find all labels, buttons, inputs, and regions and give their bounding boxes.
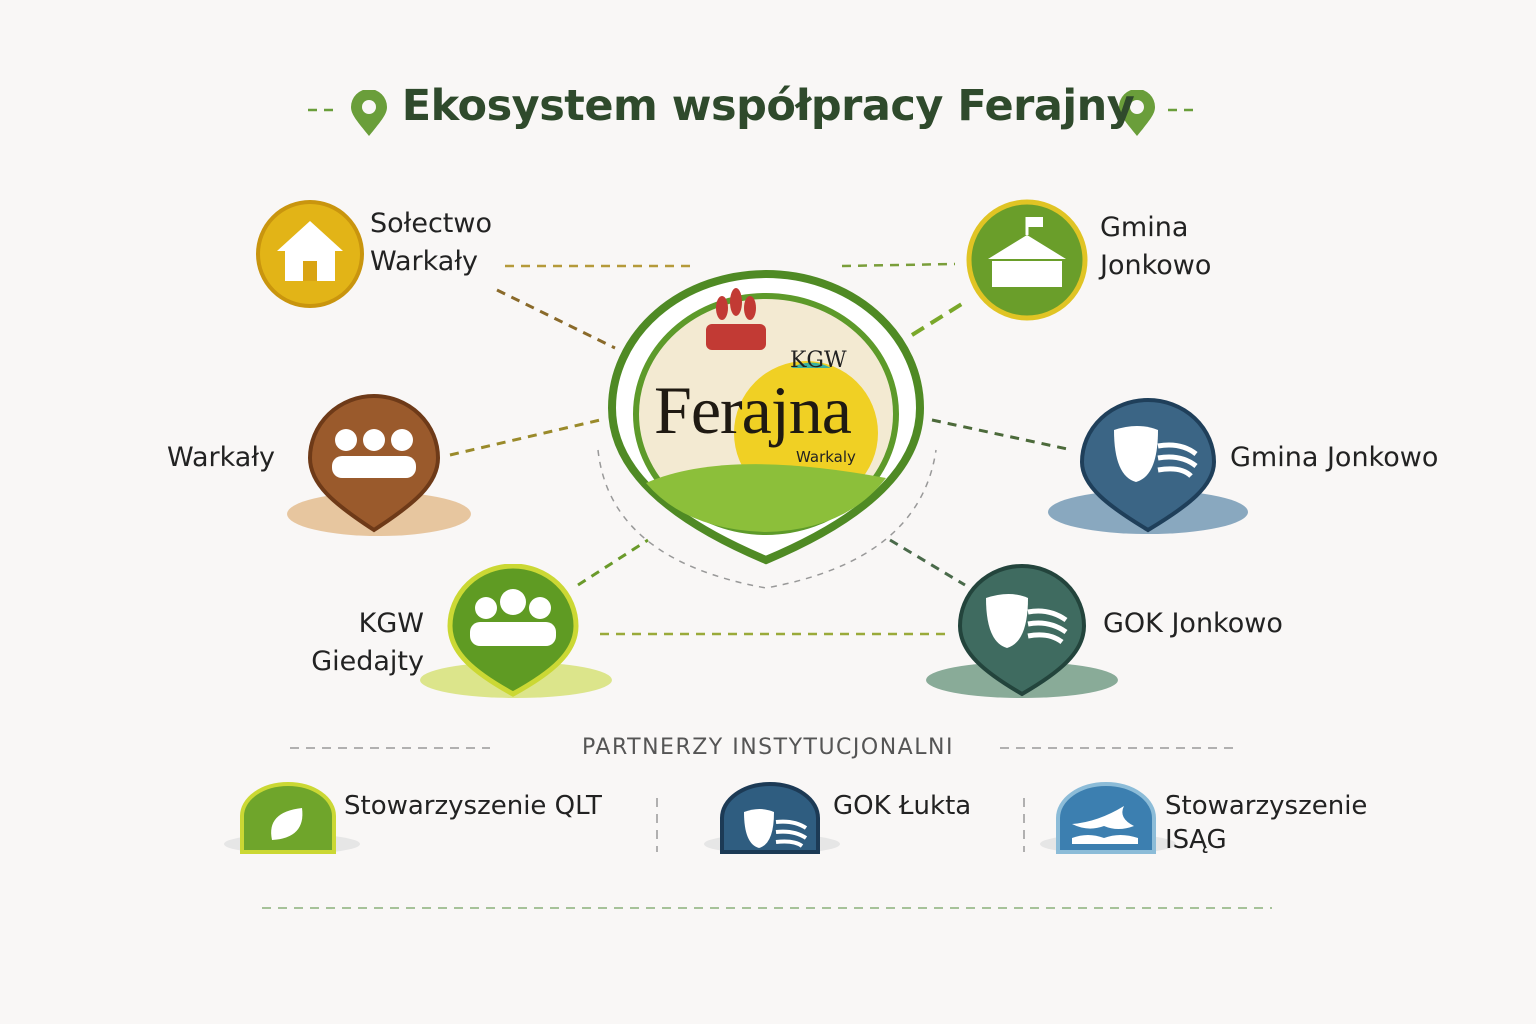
node-label-gok-jonkowo: GOK Jonkowo: [1103, 608, 1283, 639]
map-pin-icon: [351, 90, 387, 136]
theater-masks-icon: [926, 564, 1118, 698]
partners-heading: PARTNERZY INSTYTUCJONALNI: [0, 734, 1536, 762]
logo-kgw: KGW: [790, 348, 847, 373]
page-title: Ekosystem współpracy Ferajny: [401, 81, 1135, 131]
people-icon: [287, 394, 471, 536]
leaf-icon: [224, 782, 360, 854]
partner-label-gok-lukta: GOK Łukta: [833, 791, 972, 821]
theater-masks-icon: [1048, 398, 1248, 534]
logo-warkaly: Warkaly: [796, 448, 856, 466]
theater-masks-icon: [704, 782, 840, 854]
town-hall-icon: [966, 199, 1088, 321]
logo-ferajna: Ferajna: [654, 372, 852, 448]
node-label-gmina-jonkowo-right: Gmina Jonkowo: [1230, 442, 1439, 473]
people-icon: [420, 564, 612, 698]
partner-label-qlt: Stowarzyszenie QLT: [344, 791, 602, 821]
map-pin-icon: [1119, 90, 1155, 136]
ferajna-logo: KGW Ferajna Warkaly: [606, 268, 926, 572]
wave-icon: [1040, 782, 1176, 854]
node-label-warkaly: Warkały: [167, 442, 275, 473]
house-icon: [256, 200, 364, 308]
